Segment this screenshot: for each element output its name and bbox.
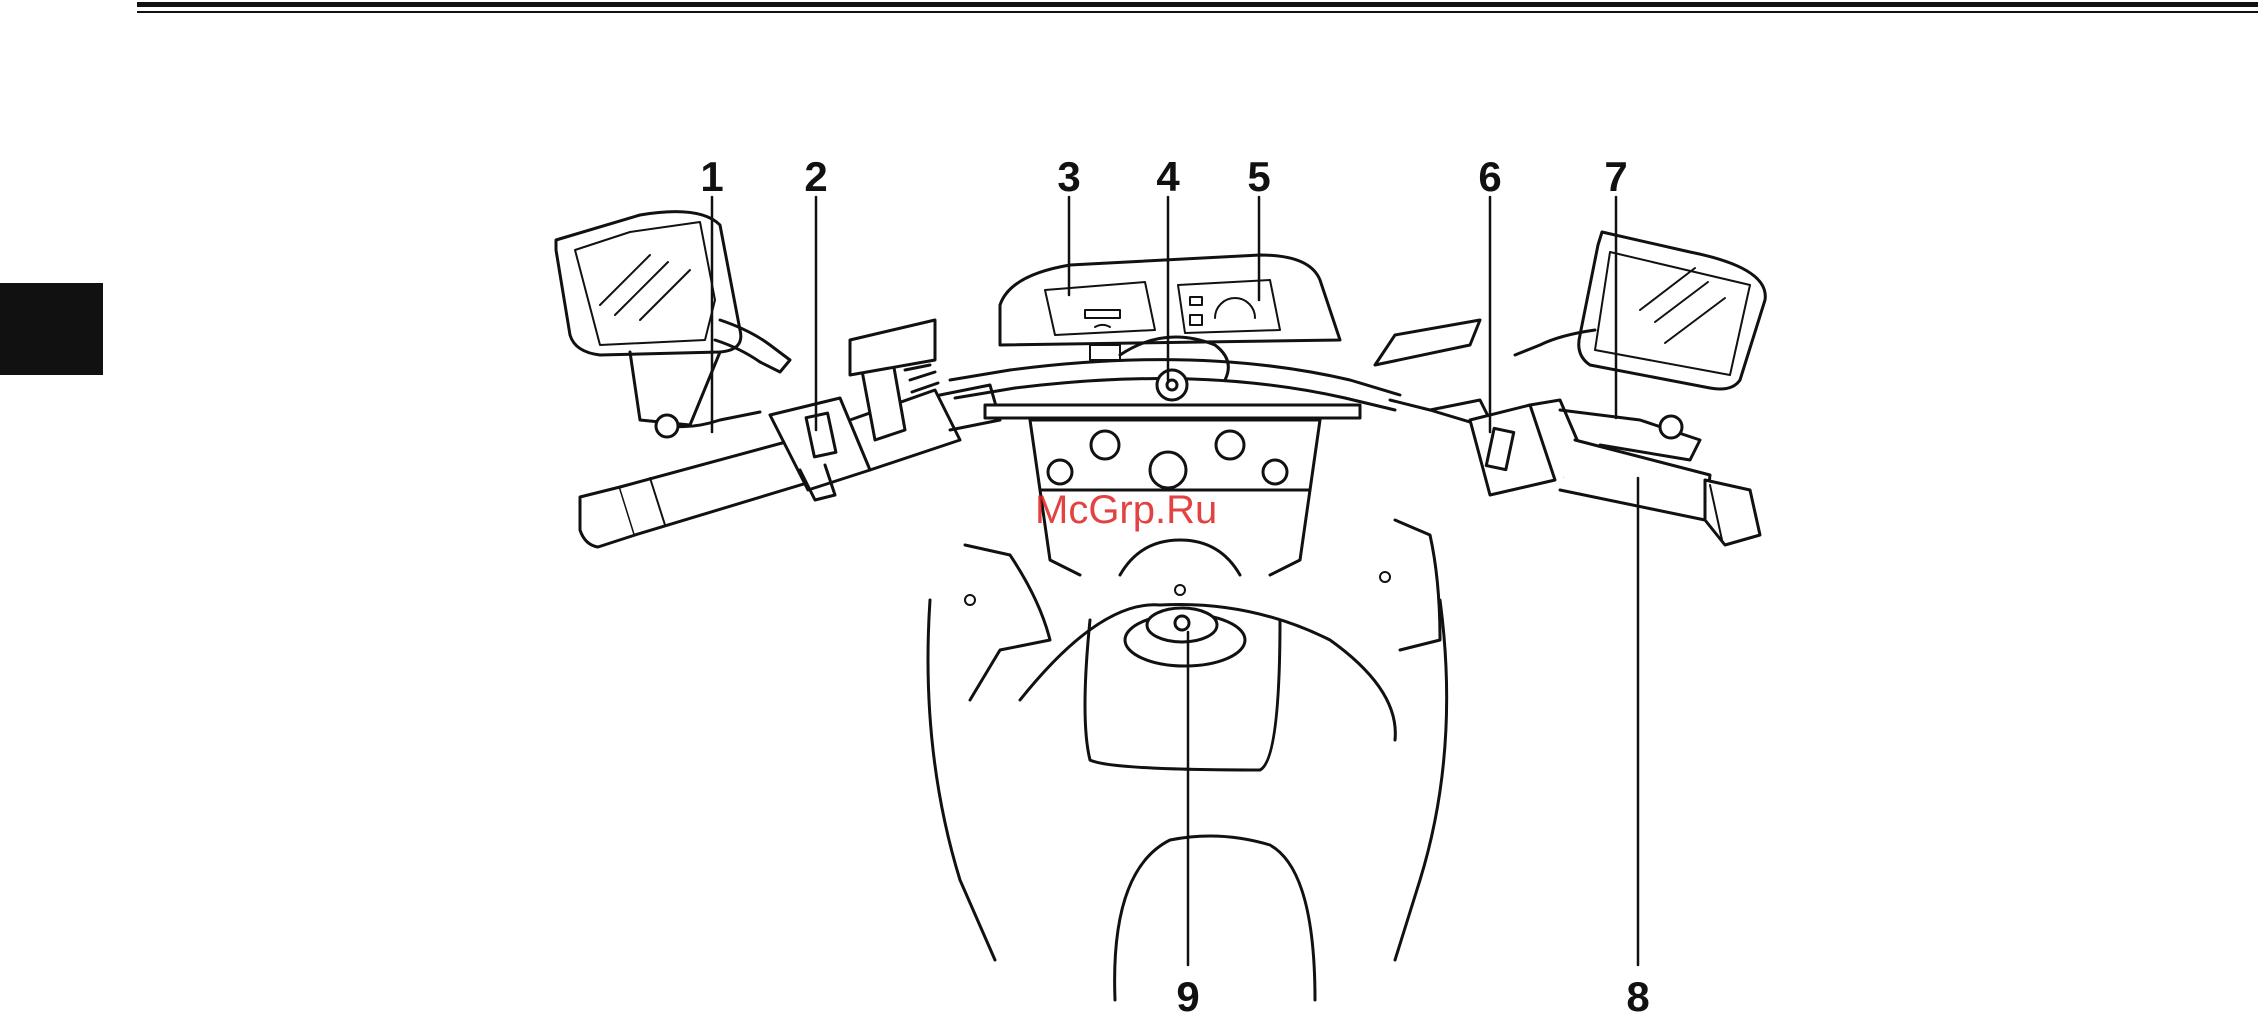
callout-7: 7 [1604,153,1627,200]
instrument-cluster [1000,255,1340,360]
callout-4: 4 [1156,153,1180,200]
callout-2: 2 [804,153,827,200]
callout-5: 5 [1247,153,1270,200]
right-mirror [1515,232,1765,389]
left-mirror [556,212,790,425]
callout-3: 3 [1057,153,1080,200]
callout-9: 9 [1176,973,1199,1014]
watermark: McGrp.Ru [1035,488,1217,532]
callout-6: 6 [1478,153,1501,200]
callout-8: 8 [1626,973,1649,1014]
callout-1: 1 [700,153,723,200]
